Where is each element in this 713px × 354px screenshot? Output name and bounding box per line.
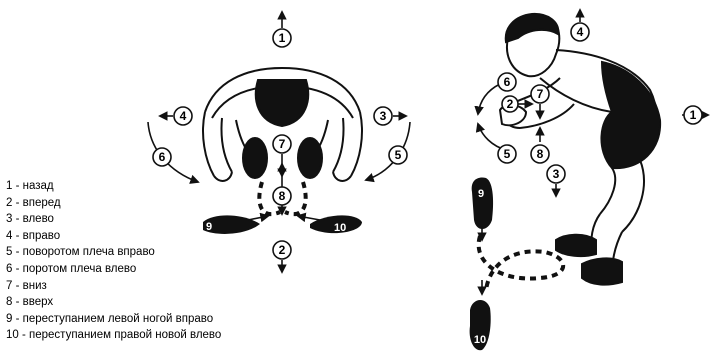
- side-marker-7: 7: [531, 85, 549, 103]
- legend-item: 10 - переступанием правой новой влево: [6, 327, 221, 344]
- svg-text:5: 5: [504, 147, 511, 161]
- side-wrestler-figure: [500, 14, 660, 285]
- side-arrow-6: [478, 84, 500, 114]
- side-foot-right-label: 10: [474, 334, 486, 346]
- side-marker-5: 5: [498, 145, 516, 163]
- svg-text:8: 8: [279, 189, 286, 203]
- side-marker-6: 6: [498, 73, 516, 91]
- svg-text:5: 5: [395, 148, 402, 162]
- side-view: 9 10 1 2 3 4 5 6 7 8: [470, 10, 708, 350]
- front-marker-5: 5: [389, 146, 407, 164]
- side-marker-4: 4: [571, 23, 589, 41]
- front-marker-7: 7: [273, 135, 291, 153]
- svg-text:4: 4: [180, 109, 187, 123]
- side-foot-left-label: 9: [478, 188, 484, 200]
- svg-text:6: 6: [504, 75, 511, 89]
- side-foot-right: 10: [470, 300, 491, 350]
- legend-item: 9 - переступанием левой ногой вправо: [6, 311, 221, 328]
- svg-text:1: 1: [690, 108, 697, 122]
- front-arrow-foot-left: [248, 216, 268, 220]
- svg-text:6: 6: [159, 150, 166, 164]
- svg-text:3: 3: [553, 167, 560, 181]
- front-marker-2: 2: [273, 241, 291, 259]
- svg-text:8: 8: [537, 147, 544, 161]
- legend-item: 3 - влево: [6, 211, 221, 228]
- side-marker-2: 2: [502, 96, 518, 112]
- side-marker-8: 8: [531, 145, 549, 163]
- svg-text:4: 4: [577, 25, 584, 39]
- svg-text:7: 7: [537, 87, 544, 101]
- legend-item: 7 - вниз: [6, 278, 221, 295]
- movement-legend: 1 - назад 2 - вперед 3 - влево 4 - вправ…: [6, 178, 221, 344]
- legend-item: 6 - поротом плеча влево: [6, 261, 221, 278]
- front-marker-3: 3: [374, 107, 392, 125]
- front-foot-right: 10: [310, 215, 362, 234]
- svg-text:2: 2: [507, 97, 514, 111]
- side-dashed-path: [479, 236, 564, 290]
- front-arrow-foot-right: [298, 216, 320, 220]
- side-foot-left: 9: [472, 178, 493, 229]
- legend-item: 8 - вверх: [6, 294, 221, 311]
- legend-item: 1 - назад: [6, 178, 221, 195]
- legend-item: 2 - вперед: [6, 195, 221, 212]
- legend-item: 5 - поворотом плеча вправо: [6, 244, 221, 261]
- svg-text:1: 1: [279, 31, 286, 45]
- front-marker-4: 4: [174, 107, 192, 125]
- svg-text:2: 2: [279, 243, 286, 257]
- svg-text:3: 3: [380, 109, 387, 123]
- svg-text:7: 7: [279, 137, 286, 151]
- side-marker-3: 3: [547, 165, 565, 183]
- legend-item: 4 - вправо: [6, 228, 221, 245]
- side-marker-1: 1: [684, 106, 702, 124]
- front-marker-8: 8: [273, 187, 291, 205]
- front-foot-right-label: 10: [334, 222, 346, 234]
- front-marker-6: 6: [153, 148, 171, 166]
- front-marker-1: 1: [273, 29, 291, 47]
